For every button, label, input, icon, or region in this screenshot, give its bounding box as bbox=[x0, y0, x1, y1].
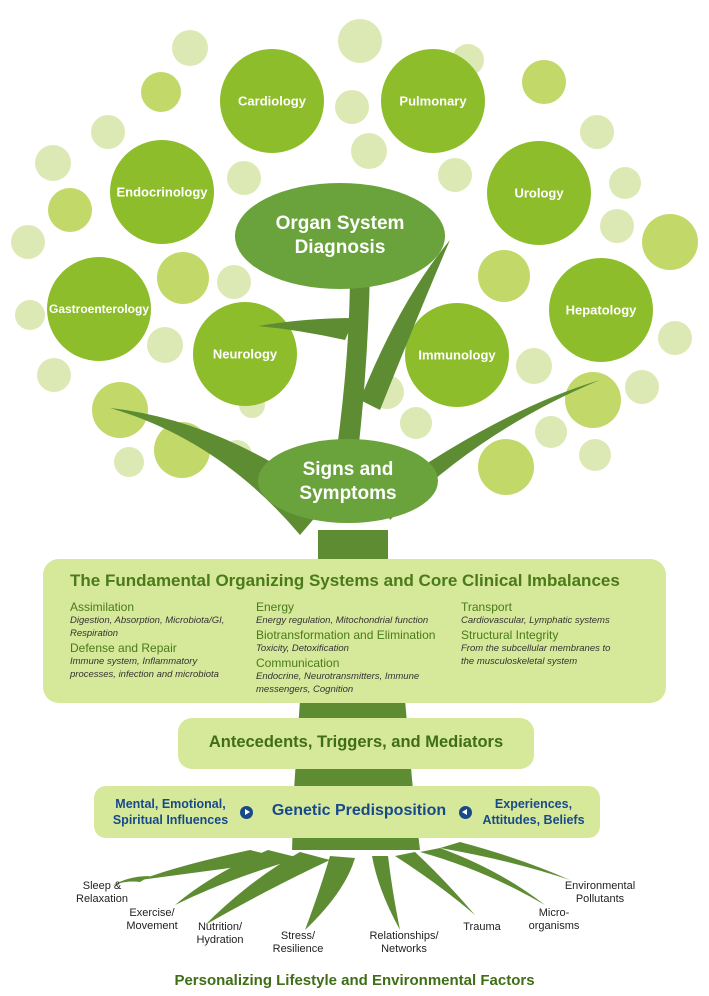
system-heading: Assimilation bbox=[70, 600, 135, 614]
hepatology-label: Hepatology bbox=[565, 302, 637, 318]
experiences-label: Experiences, Attitudes, Beliefs bbox=[476, 796, 591, 828]
root-line2: Hydration bbox=[196, 934, 244, 946]
experiences-line2: Attitudes, Beliefs bbox=[482, 813, 585, 827]
cardiology-label: Cardiology bbox=[238, 93, 306, 109]
root-line2: Pollutants bbox=[575, 893, 625, 905]
system-heading: Structural Integrity bbox=[461, 628, 559, 642]
mental-emotional-label: Mental, Emotional, Spiritual Influences bbox=[103, 796, 238, 828]
system-heading: Defense and Repair bbox=[70, 641, 177, 655]
systems-column-1: Assimilation Digestion, Absorption, Micr… bbox=[70, 600, 250, 682]
pulmonary-label: Pulmonary bbox=[399, 93, 467, 109]
genetic-predisposition-label: Genetic Predisposition bbox=[271, 802, 447, 819]
root-label-sleep: Sleep & Relaxation bbox=[72, 880, 132, 906]
detail-line: Immune system, Inflammatory bbox=[70, 656, 198, 667]
system-detail: Toxicity, Detoxification bbox=[256, 642, 456, 655]
root-line1: Micro- bbox=[538, 907, 570, 919]
gastroenterology-label: Gastroenterology bbox=[48, 302, 150, 316]
root-label-trauma: Trauma bbox=[454, 921, 510, 934]
system-detail: Energy regulation, Mitochondrial functio… bbox=[256, 614, 456, 627]
detail-line: the musculoskeletal system bbox=[461, 656, 578, 667]
root-label-environmental: Environmental Pollutants bbox=[556, 880, 644, 906]
trunk-label: Signs and Symptoms bbox=[299, 458, 396, 506]
systems-title: The Fundamental Organizing Systems and C… bbox=[70, 571, 620, 590]
footer-title: Personalizing Lifestyle and Environmenta… bbox=[174, 972, 535, 989]
root-label-stress: Stress/ Resilience bbox=[266, 930, 330, 956]
detail-line: messengers, Cognition bbox=[256, 684, 354, 695]
system-heading: Transport bbox=[461, 600, 512, 614]
root-line2: organisms bbox=[528, 920, 580, 932]
crown-label: Organ System Diagnosis bbox=[276, 212, 405, 260]
root-line1: Nutrition/ bbox=[197, 921, 243, 933]
immunology-label: Immunology bbox=[418, 347, 496, 363]
detail-line: processes, infection and microbiota bbox=[70, 669, 219, 680]
system-detail: Cardiovascular, Lymphatic systems bbox=[461, 614, 661, 627]
arrow-left-icon bbox=[459, 806, 472, 819]
system-heading: Energy bbox=[256, 600, 295, 614]
root-line1: Exercise/ bbox=[129, 907, 175, 919]
detail-line: Energy regulation, Mitochondrial functio… bbox=[256, 615, 429, 626]
system-heading: Biotransformation and Elimination bbox=[256, 628, 436, 642]
detail-line: Digestion, Absorption, Microbiota/GI, bbox=[70, 615, 225, 626]
organ-circles bbox=[47, 49, 653, 407]
detail-line: Cardiovascular, Lymphatic systems bbox=[461, 615, 610, 626]
mental-line2: Spiritual Influences bbox=[112, 813, 229, 827]
arrow-right-icon bbox=[240, 806, 253, 819]
antecedents-panel-bg bbox=[178, 718, 534, 769]
systems-column-3: Transport Cardiovascular, Lymphatic syst… bbox=[461, 600, 661, 669]
crown-label-line2: Diagnosis bbox=[294, 237, 386, 258]
detail-line: From the subcellular membranes to bbox=[461, 643, 611, 654]
detail-line: Toxicity, Detoxification bbox=[256, 643, 349, 654]
detail-line: Endocrine, Neurotransmitters, Immune bbox=[256, 671, 420, 682]
root-line1: Sleep & bbox=[82, 880, 122, 892]
genetics-panel-bg bbox=[94, 786, 600, 838]
antecedents-label: Antecedents, Triggers, and Mediators bbox=[208, 733, 504, 751]
decorative-dots bbox=[11, 19, 698, 495]
crown-label-line1: Organ System bbox=[275, 213, 405, 234]
system-detail: Immune system, Inflammatory processes, i… bbox=[70, 655, 250, 681]
system-heading: Communication bbox=[256, 656, 340, 670]
root-line2: Networks bbox=[381, 943, 427, 955]
trunk-label-line2: Symptoms bbox=[299, 483, 397, 504]
systems-column-2: Energy Energy regulation, Mitochondrial … bbox=[256, 600, 456, 697]
root-line2: Relaxation bbox=[76, 893, 128, 905]
root-line2: Resilience bbox=[272, 943, 324, 955]
root-label-microorganisms: Micro- organisms bbox=[522, 907, 586, 933]
system-detail: Endocrine, Neurotransmitters, Immune mes… bbox=[256, 670, 456, 696]
experiences-line1: Experiences, bbox=[494, 797, 573, 811]
root-line1: Relationships/ bbox=[369, 930, 439, 942]
trunk-ellipse bbox=[258, 439, 438, 523]
endocrinology-label: Endocrinology bbox=[116, 184, 208, 200]
root-label-nutrition: Nutrition/ Hydration bbox=[188, 921, 252, 947]
root-line1: Trauma bbox=[463, 921, 501, 933]
detail-line: Respiration bbox=[70, 628, 119, 639]
mental-line1: Mental, Emotional, bbox=[115, 797, 226, 811]
urology-label: Urology bbox=[514, 185, 564, 201]
systems-panel-bg bbox=[43, 559, 666, 703]
root-label-exercise: Exercise/ Movement bbox=[120, 907, 184, 933]
root-line1: Stress/ bbox=[280, 930, 316, 942]
system-detail: Digestion, Absorption, Microbiota/GI, Re… bbox=[70, 614, 250, 640]
neurology-label: Neurology bbox=[212, 346, 278, 362]
crown-ellipse bbox=[235, 183, 445, 289]
trunk-label-line1: Signs and bbox=[302, 459, 394, 480]
root-line1: Environmental bbox=[564, 880, 636, 892]
root-line2: Movement bbox=[126, 920, 178, 932]
root-label-relationships: Relationships/ Networks bbox=[364, 930, 444, 956]
system-detail: From the subcellular membranes to the mu… bbox=[461, 642, 661, 668]
